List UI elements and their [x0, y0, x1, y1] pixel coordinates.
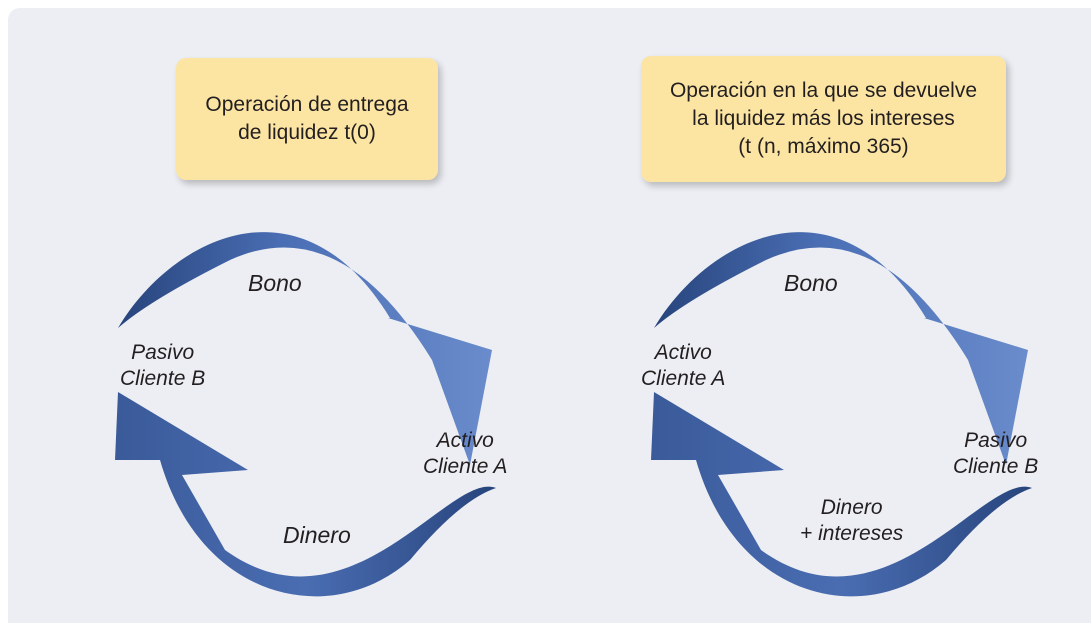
left-left-party-line-1: Pasivo [131, 341, 195, 364]
left-left-party-line-2: Cliente B [120, 367, 206, 390]
right-bottom-arrow-label-line-2: + intereses [800, 522, 904, 545]
left-box-line-1: Operación de entrega [205, 93, 409, 116]
left-cycle [115, 232, 496, 597]
left-operation-box: Operación de entrega de liquidez t(0) [176, 58, 438, 180]
right-operation-box: Operación en la que se devuelve la liqui… [641, 56, 1006, 182]
right-bottom-arrow [651, 392, 1032, 597]
left-top-arrow-label: Bono [248, 270, 302, 296]
right-right-party: Pasivo Cliente B [953, 428, 1038, 480]
right-cycle [651, 232, 1032, 597]
right-top-arrow-label: Bono [784, 270, 838, 296]
left-left-party: Pasivo Cliente B [120, 340, 205, 392]
left-bottom-arrow [115, 392, 496, 597]
left-right-party-line-1: Activo [436, 429, 494, 452]
right-right-party-line-2: Cliente B [953, 455, 1039, 478]
right-box-line-3: (t (n, máximo 365) [738, 135, 909, 158]
right-box-line-1: Operación en la que se devuelve [669, 79, 978, 102]
left-right-party: Activo Cliente A [423, 428, 507, 480]
left-right-party-line-2: Cliente A [423, 455, 508, 478]
right-left-party-line-2: Cliente A [641, 367, 726, 390]
right-left-party-line-1: Activo [654, 341, 712, 364]
right-right-party-line-1: Pasivo [964, 429, 1028, 452]
right-left-party: Activo Cliente A [641, 340, 725, 392]
left-box-line-2: de liquidez t(0) [238, 121, 376, 144]
right-bottom-arrow-label: Dinero + intereses [800, 495, 903, 547]
right-box-line-2: la liquidez más los intereses [692, 107, 955, 130]
left-bottom-arrow-label: Dinero [283, 522, 351, 548]
right-bottom-arrow-label-line-1: Dinero [820, 496, 883, 519]
